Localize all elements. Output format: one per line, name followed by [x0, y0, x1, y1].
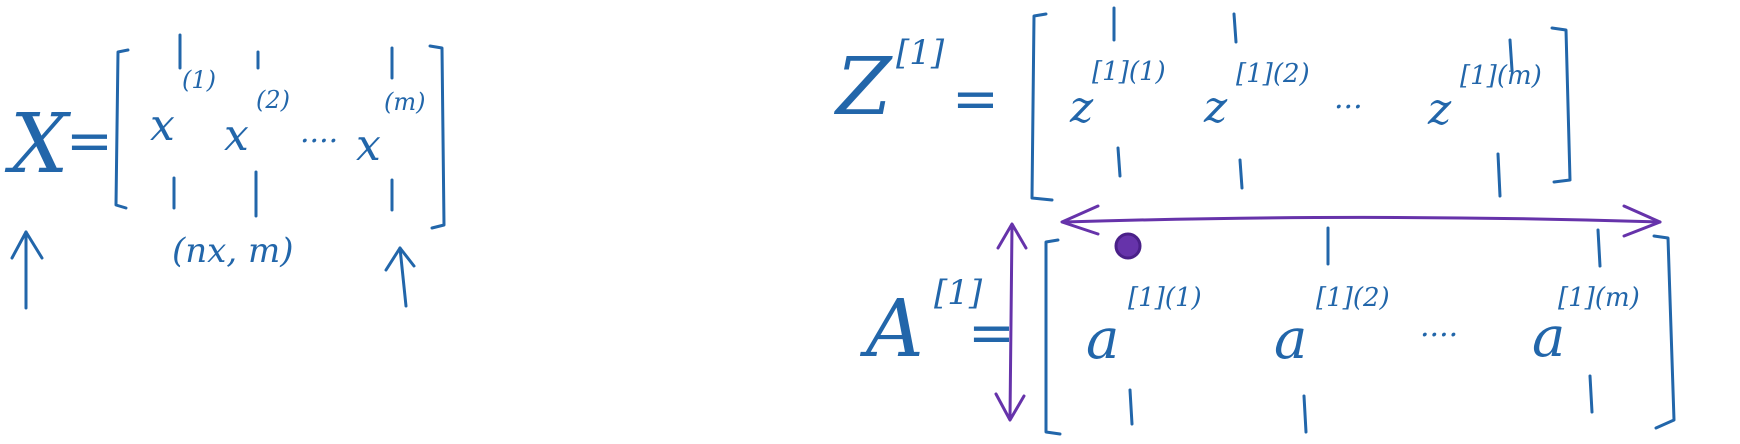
a-col1-bottom-bar — [1128, 388, 1134, 426]
x-col2-entry: x — [224, 110, 249, 161]
x-col1-entry: x — [150, 100, 175, 151]
a-col2-bottom-bar — [1302, 394, 1308, 434]
z-right-bracket — [1550, 26, 1572, 184]
z-col3-bottom-bar — [1496, 152, 1502, 198]
x-left-up-arrow — [10, 230, 44, 310]
a-left-bracket — [1044, 238, 1062, 436]
x-col2-superscript: (2) — [256, 86, 290, 114]
z-col2-top-bar — [1232, 12, 1238, 44]
z-col1-bottom-bar — [1116, 146, 1122, 178]
a-equals-sign: = — [968, 301, 1015, 366]
horizontal-double-arrow — [1060, 204, 1662, 238]
a-lhs-label: A — [859, 282, 924, 375]
a-col2-superscript: [1](2) — [1316, 283, 1390, 313]
z-lhs-superscript: [1] — [896, 33, 945, 73]
x-ellipsis: .... — [300, 115, 338, 150]
z-left-bracket — [1030, 12, 1054, 202]
a-col3-bottom-bar — [1588, 374, 1594, 414]
a-col3-entry: a — [1532, 305, 1565, 370]
x-col3-entry: x — [356, 120, 381, 171]
x-left-bracket — [114, 48, 130, 210]
a-matrix-equation: A [1] = a [1](1) a [1](2) .... a [1](m) — [859, 226, 1676, 436]
a-col1-superscript: [1](1) — [1128, 283, 1202, 313]
x-matrix-equation: X = x (1) x (2) .... x (m) (nx, m) — [4, 33, 446, 310]
highlight-dot — [1114, 232, 1142, 260]
x-dimension-label: (nx, m) — [172, 231, 293, 271]
z-matrix-equation: Z [1] = z [1](1) z [1](2) ... z [1](m) — [833, 6, 1572, 202]
x-col3-superscript: (m) — [384, 88, 425, 116]
x-lhs-label: X — [4, 97, 72, 192]
z-col1-superscript: [1](1) — [1092, 57, 1166, 87]
z-lhs-label: Z — [833, 40, 893, 133]
z-col2-bottom-bar — [1238, 158, 1244, 190]
x-col1-superscript: (1) — [182, 66, 216, 94]
a-right-bracket — [1652, 234, 1676, 430]
a-lhs-superscript: [1] — [934, 273, 983, 313]
a-col3-top-bar — [1596, 228, 1602, 268]
z-col2-superscript: [1](2) — [1236, 59, 1310, 89]
x-right-up-arrow — [384, 246, 416, 308]
x-equals-sign: = — [66, 109, 113, 174]
z-col3-entry: z — [1427, 84, 1452, 135]
a-col1-entry: a — [1086, 307, 1119, 372]
x-right-bracket — [428, 44, 446, 230]
z-equals-sign: = — [952, 67, 999, 132]
vertical-double-arrow — [994, 222, 1028, 422]
a-col2-entry: a — [1274, 307, 1307, 372]
z-col2-entry: z — [1203, 82, 1228, 133]
a-ellipsis: .... — [1420, 309, 1458, 344]
z-ellipsis: ... — [1334, 81, 1363, 116]
z-col3-top-bar — [1508, 38, 1514, 72]
z-col1-entry: z — [1069, 82, 1094, 133]
z-col3-superscript: [1](m) — [1460, 61, 1542, 91]
a-col3-superscript: [1](m) — [1558, 283, 1640, 313]
